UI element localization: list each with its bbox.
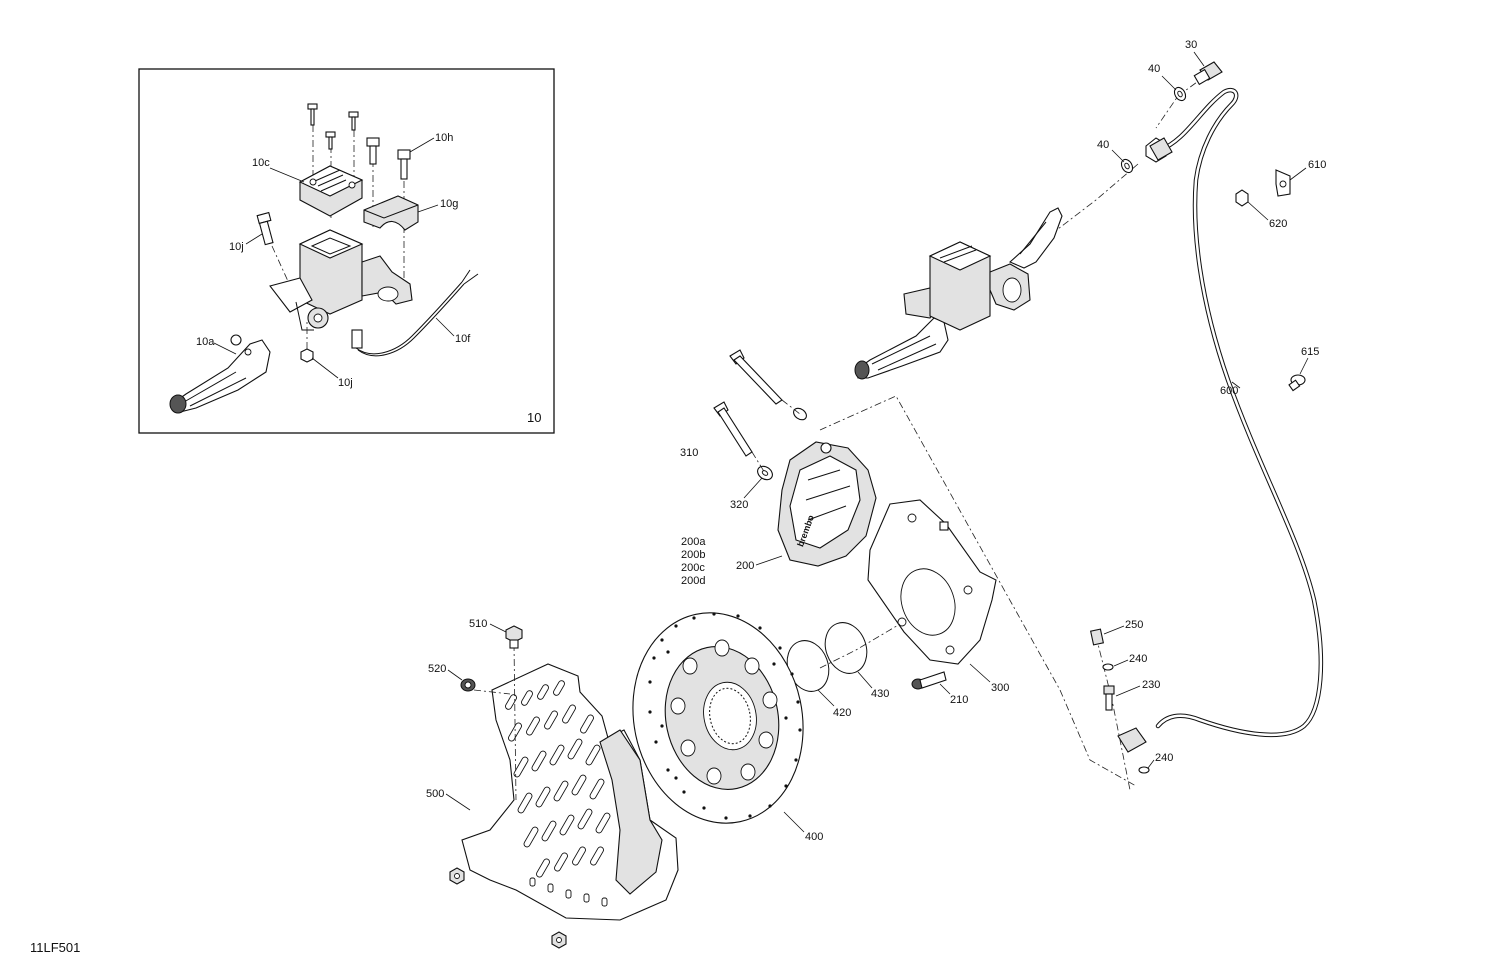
clip-nut: [1235, 189, 1249, 207]
callout-320: 320: [730, 499, 748, 511]
callout-615: 615: [1301, 346, 1319, 358]
callout-520: 520: [428, 663, 446, 675]
callout-200a: 200a: [681, 536, 706, 548]
inset-nut: [300, 348, 314, 363]
brake-light-switch-assembly: [1090, 628, 1150, 791]
skid-plate-slots: [505, 680, 611, 907]
brake-disc: [632, 612, 804, 824]
callout-10j-top: 10j: [229, 241, 244, 253]
disc-mounting-holes: [670, 639, 778, 785]
callout-200b: 200b: [681, 549, 705, 561]
callout-10a: 10a: [196, 336, 215, 348]
clip-screw: [1288, 374, 1306, 392]
callout-200d: 200d: [681, 575, 705, 587]
callout-510: 510: [469, 618, 487, 630]
callout-420: 420: [833, 707, 851, 719]
callout-40-lower: 40: [1097, 139, 1109, 151]
spacer-rings: [786, 622, 901, 692]
master-cylinder-inset: 10: [138, 68, 555, 434]
callout-10j-bottom: 10j: [338, 377, 353, 389]
callout-200: 200: [736, 560, 754, 572]
callout-500: 500: [426, 788, 444, 800]
callout-610: 610: [1308, 159, 1326, 171]
callout-240-lower: 240: [1155, 752, 1173, 764]
skid-plate-guard: [461, 643, 679, 921]
master-cylinder-assembly: [854, 163, 1139, 380]
inset-master-cylinder-body: [269, 229, 413, 331]
callout-10c: 10c: [252, 157, 270, 169]
inset-handlebar-clamp: [363, 195, 419, 231]
inset-brake-switch-wire: [351, 269, 479, 357]
callout-30: 30: [1185, 39, 1197, 51]
skid-plate-fasteners: [449, 625, 567, 949]
inset-number: 10: [527, 410, 541, 425]
callout-labels: 30 40 40 610 620 615 600 310 320 200a 20…: [426, 39, 1326, 843]
callout-300: 300: [991, 682, 1009, 694]
callout-40-top: 40: [1148, 63, 1160, 75]
callout-310: 310: [680, 447, 698, 459]
callout-10g: 10g: [440, 198, 458, 210]
caliper-carrier: [819, 395, 1137, 787]
callout-430: 430: [871, 688, 889, 700]
callout-200c: 200c: [681, 562, 705, 574]
callout-620: 620: [1269, 218, 1287, 230]
callout-600: 600: [1220, 385, 1238, 397]
callout-240-upper: 240: [1129, 653, 1147, 665]
callout-210: 210: [950, 694, 968, 706]
inset-reservoir-cap: [298, 165, 364, 217]
callout-230: 230: [1142, 679, 1160, 691]
callout-250: 250: [1125, 619, 1143, 631]
callout-10f: 10f: [455, 333, 471, 345]
callout-10h: 10h: [435, 132, 453, 144]
callout-400: 400: [805, 831, 823, 843]
banjo-bolt-and-washers: [1120, 61, 1223, 174]
carrier-bolt: [911, 671, 947, 690]
brake-hose: [1117, 87, 1324, 753]
disc-drill-holes: [648, 612, 802, 820]
brake-caliper: brembo: [777, 441, 877, 567]
diagram-code: 11LF501: [30, 940, 80, 955]
inset-cap-screws: [307, 103, 411, 180]
inset-brake-lever: [169, 334, 271, 414]
hose-clip: [1235, 169, 1291, 207]
